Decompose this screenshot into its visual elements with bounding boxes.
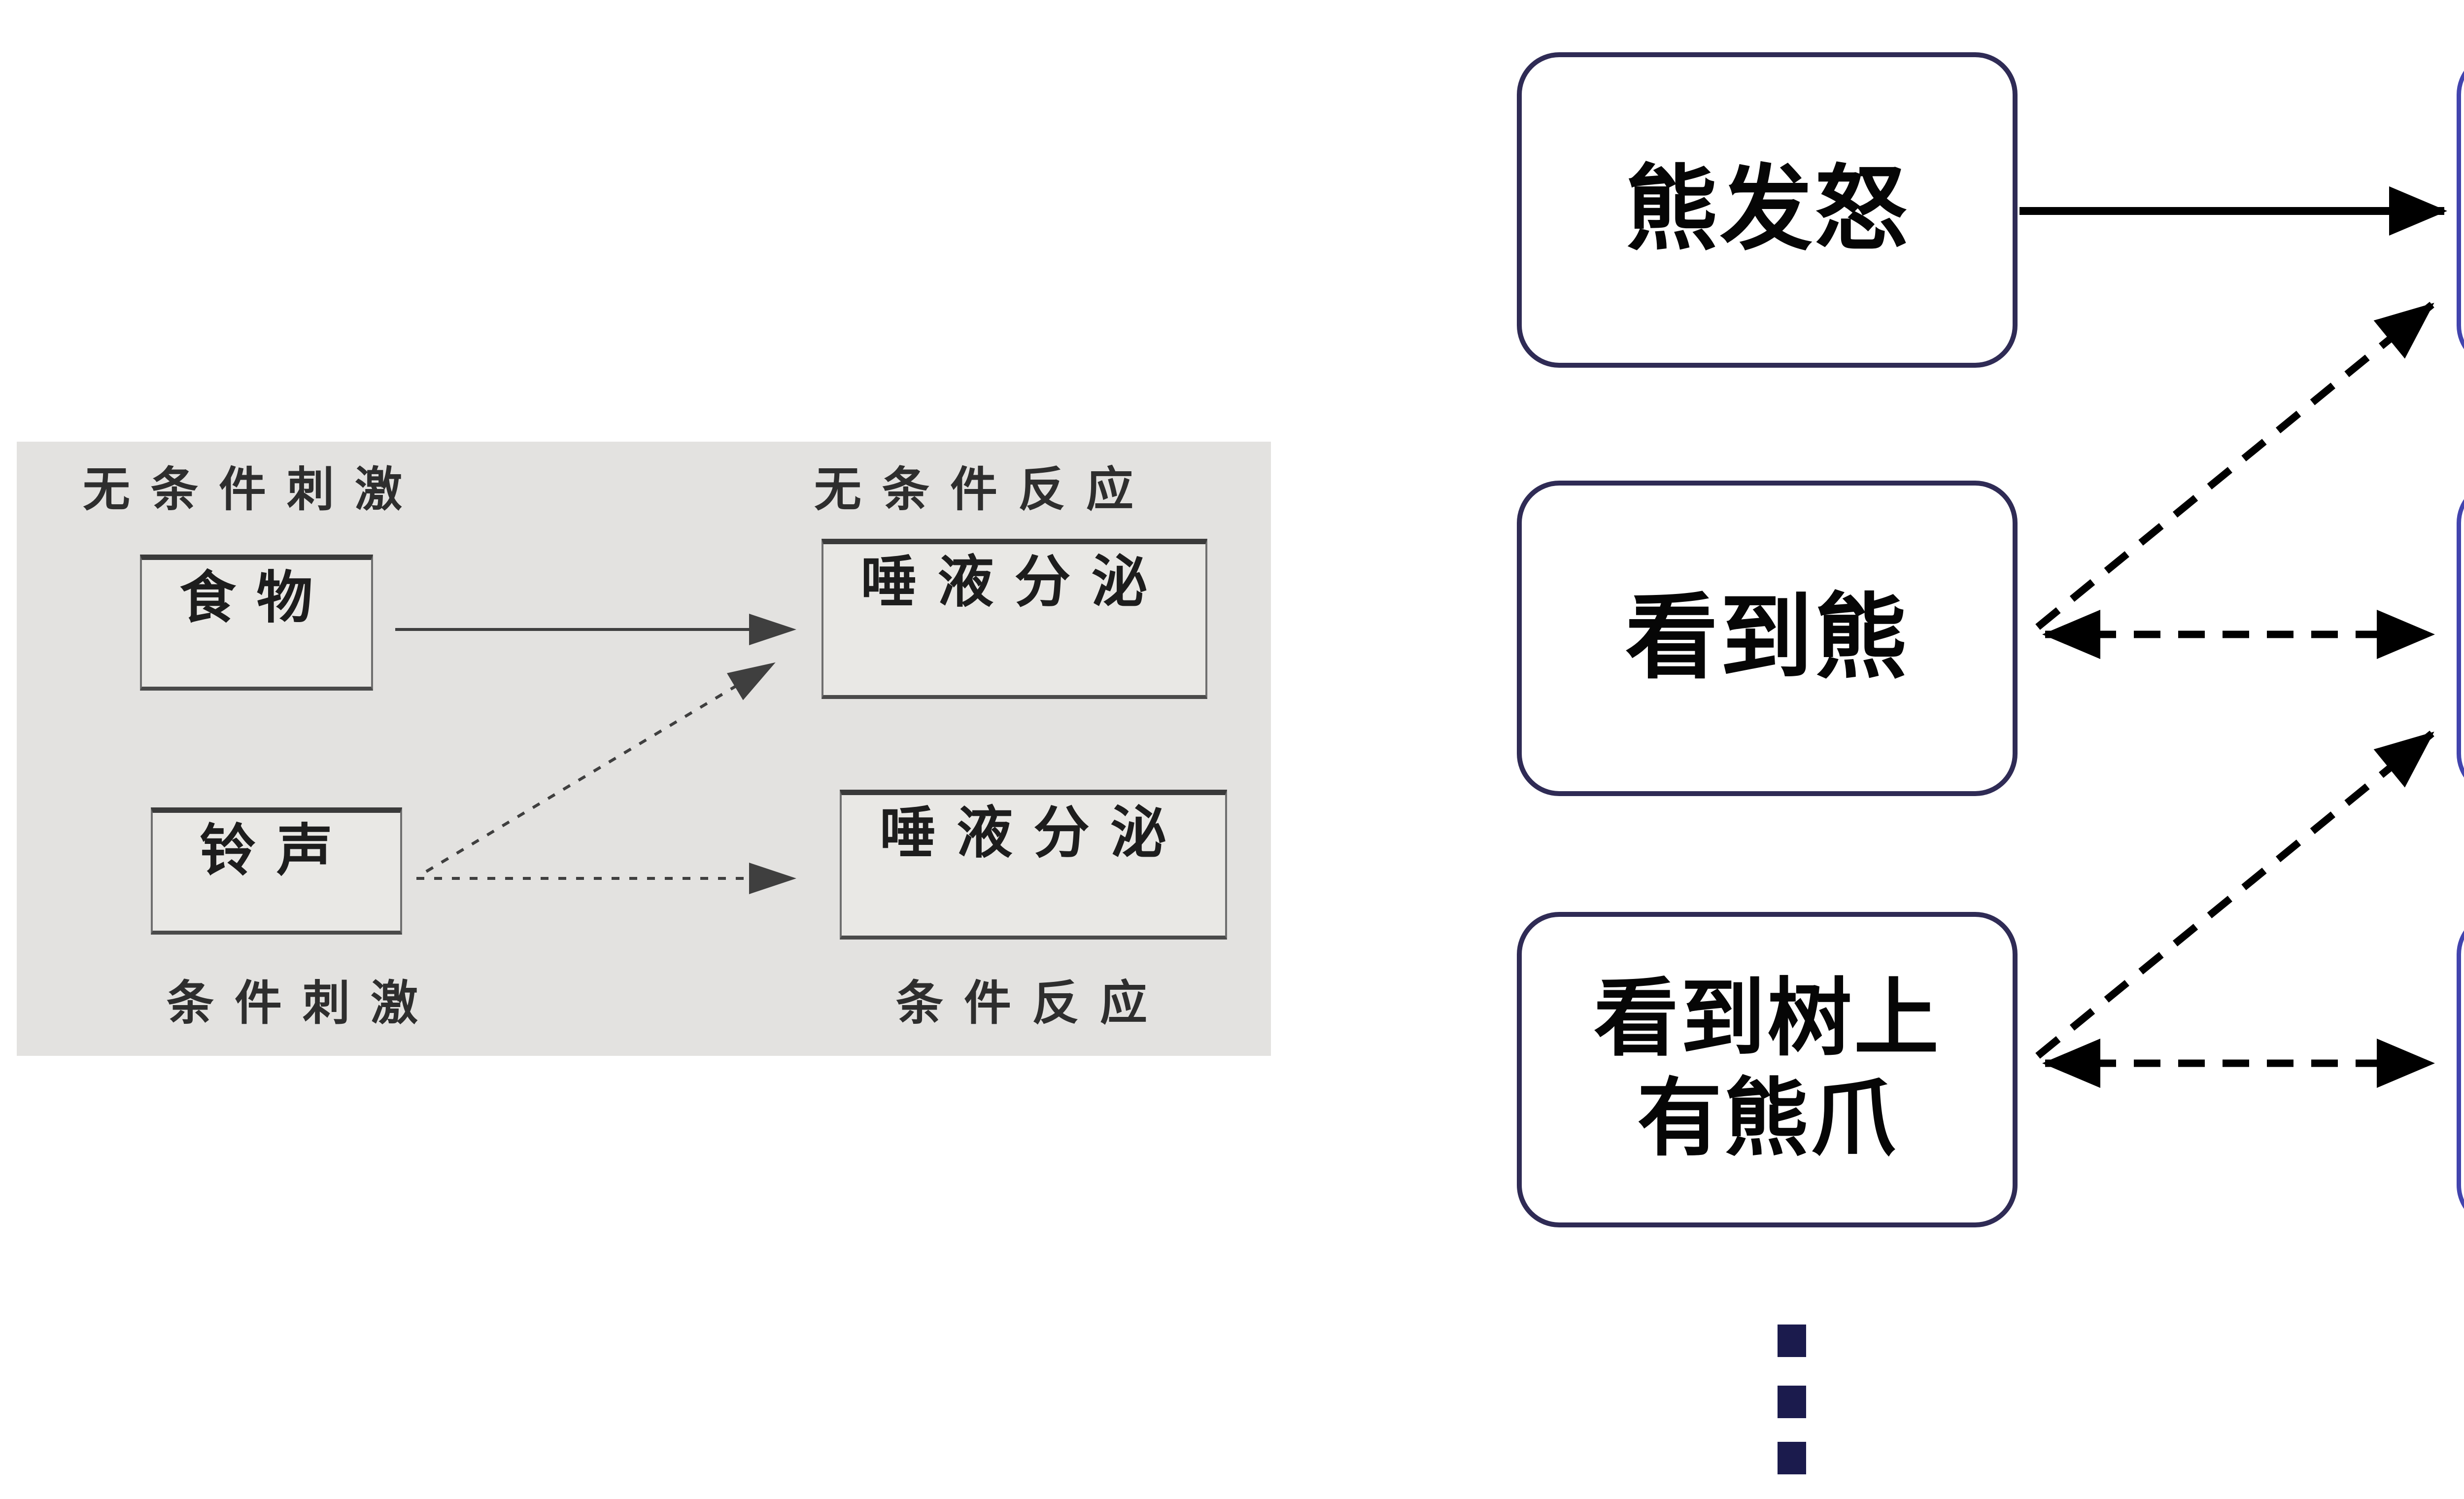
box-salivation-lower-label: 唾液分泌 xyxy=(879,802,1187,865)
stimulus-box-bear-angry-label: 熊发怒 xyxy=(1625,158,1909,262)
box-salivation-upper-label: 唾液分泌 xyxy=(860,551,1168,614)
box-food: 食物 xyxy=(140,555,373,691)
stimulus-box-bear-angry: 熊发怒 xyxy=(1517,52,2018,368)
ellipsis-dot xyxy=(1778,1386,1806,1418)
box-salivation-upper: 唾液分泌 xyxy=(821,539,1207,699)
dashed-arrow-bear-claws-to-v-s-prime xyxy=(2035,731,2434,1059)
box-salivation-lower: 唾液分泌 xyxy=(840,790,1227,940)
stimulus-box-see-bear-label: 看到熊 xyxy=(1625,587,1909,690)
label-unconditioned-stimulus: 无条件刺激 xyxy=(83,463,423,516)
stimulus-box-see-bear: 看到熊 xyxy=(1517,481,2018,796)
panel-dashed-arrow-bell-to-upper-salivation xyxy=(425,662,776,873)
stimulus-box-bear-claws: 看到树上有熊爪 xyxy=(1517,912,2018,1227)
dashed-arrow-see-bear-to-reward xyxy=(2035,302,2434,630)
stimulus-box-bear-claws-label: 看到树上有熊爪 xyxy=(1594,973,1941,1166)
box-bell-label: 铃声 xyxy=(199,820,353,882)
ellipsis-dot xyxy=(1778,1325,1806,1357)
label-conditioned-response: 条件反应 xyxy=(896,977,1168,1030)
label-unconditioned-response: 无条件反应 xyxy=(814,463,1154,516)
box-bell: 铃声 xyxy=(151,807,402,935)
ellipsis-dot xyxy=(1778,1442,1806,1474)
label-conditioned-stimulus: 条件刺激 xyxy=(167,977,439,1030)
box-food-label: 食物 xyxy=(179,567,334,629)
ellipsis-stimulus-column xyxy=(1778,1325,1806,1474)
